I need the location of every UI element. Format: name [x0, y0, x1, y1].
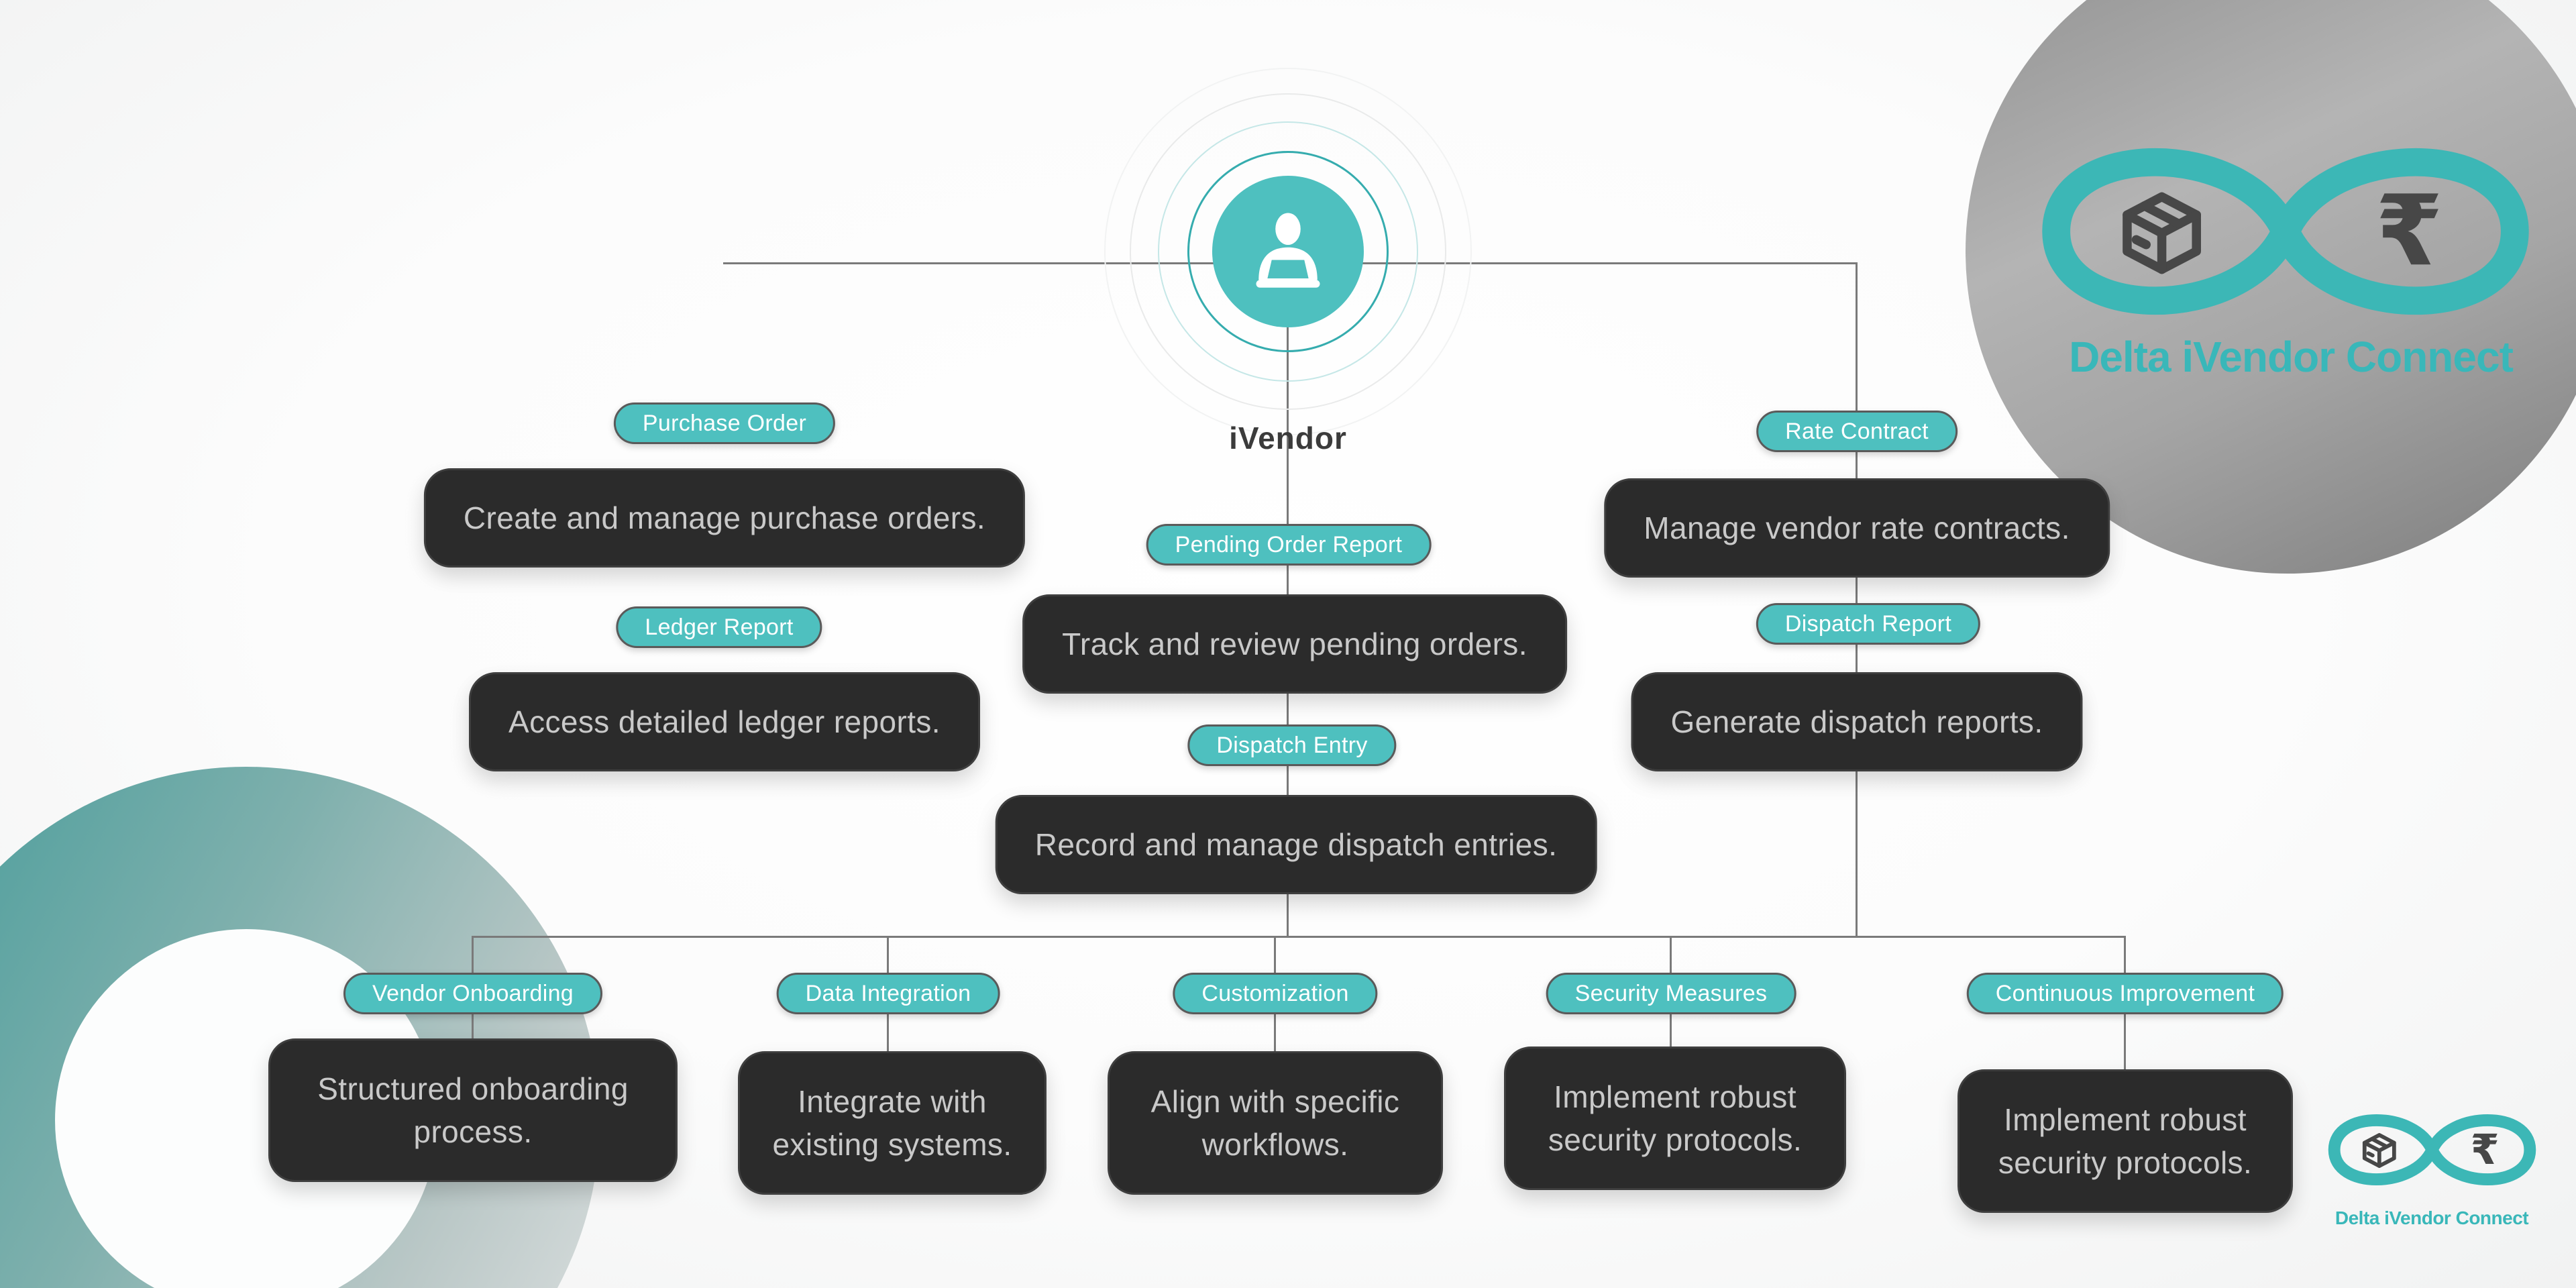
desc-vendor-onboarding: Structured onboarding process. [268, 1038, 678, 1182]
infinity-icon: ₹ [2042, 148, 2529, 315]
connector-bottom-horizontal [472, 936, 2125, 938]
root-outer-ring-2 [1158, 121, 1418, 382]
connector-center-3 [1287, 684, 1289, 724]
connector-data-integration-box [887, 1013, 889, 1053]
infinity-icon-small: ₹ [2328, 1114, 2536, 1185]
package-box-icon-small [2362, 1133, 2396, 1169]
connector-center-2 [1287, 566, 1289, 596]
desc-data-integration: Integrate with existing systems. [738, 1051, 1046, 1195]
rupee-icon-small: ₹ [2471, 1126, 2500, 1174]
desc-security-measures: Implement robust security protocols. [1504, 1046, 1846, 1190]
pill-vendor-onboarding: Vendor Onboarding [343, 973, 602, 1014]
person-at-laptop-icon [1256, 213, 1320, 288]
pill-data-integration: Data Integration [776, 973, 1000, 1014]
root-outer-ring-3 [1130, 93, 1446, 410]
connector-drop-vendor-onboarding [472, 936, 474, 974]
pill-customization: Customization [1173, 973, 1378, 1014]
connector-right-4 [1856, 645, 1858, 674]
desc-dispatch-entry: Record and manage dispatch entries. [995, 795, 1597, 894]
connector-customization-box [1274, 1013, 1276, 1053]
pill-security-measures: Security Measures [1546, 973, 1796, 1014]
root-outer-ring-1 [1187, 151, 1389, 352]
pill-rate-contract: Rate Contract [1756, 411, 1957, 452]
brand-name-small: Delta iVendor Connect [2334, 1208, 2529, 1228]
connector-drop-data-integration [887, 936, 889, 974]
root-outer-ring-4 [1104, 68, 1472, 435]
desc-rate-contract: Manage vendor rate contracts. [1604, 478, 2110, 578]
desc-dispatch-report: Generate dispatch reports. [1631, 672, 2083, 771]
rupee-icon: ₹ [2375, 174, 2443, 288]
desc-pending-order-report: Track and review pending orders. [1022, 594, 1567, 694]
connector-center-5 [1287, 881, 1289, 938]
desc-continuous-improvement: Implement robust security protocols. [1957, 1069, 2293, 1213]
desc-customization: Align with specific workflows. [1108, 1051, 1443, 1195]
connector-right-2 [1856, 452, 1858, 480]
connector-right-3 [1856, 574, 1858, 604]
root-label: iVendor [1229, 421, 1347, 455]
brand-name: Delta iVendor Connect [2069, 333, 2514, 381]
connector-vendor-onboarding-box [472, 1013, 474, 1040]
connector-center-4 [1287, 766, 1289, 796]
connector-right-1 [1856, 262, 1858, 412]
pill-ledger-report: Ledger Report [616, 606, 822, 648]
connector-security-measures-box [1670, 1013, 1672, 1048]
pill-dispatch-entry: Dispatch Entry [1187, 724, 1397, 766]
desc-ledger-report: Access detailed ledger reports. [469, 672, 980, 771]
desc-purchase-order: Create and manage purchase orders. [423, 468, 1026, 568]
connector-drop-continuous-improvement [2124, 936, 2126, 974]
root-node [1212, 176, 1364, 327]
pill-continuous-improvement: Continuous Improvement [1966, 973, 2284, 1014]
connector-drop-security-measures [1670, 936, 1672, 974]
connector-drop-customization [1274, 936, 1276, 974]
connector-continuous-improvement-box [2124, 1013, 2126, 1071]
pill-dispatch-report: Dispatch Report [1756, 603, 1981, 645]
connector-right-5 [1856, 769, 1858, 938]
package-box-icon [2123, 192, 2201, 274]
pill-pending-order-report: Pending Order Report [1146, 524, 1432, 566]
pill-purchase-order: Purchase Order [613, 402, 836, 444]
